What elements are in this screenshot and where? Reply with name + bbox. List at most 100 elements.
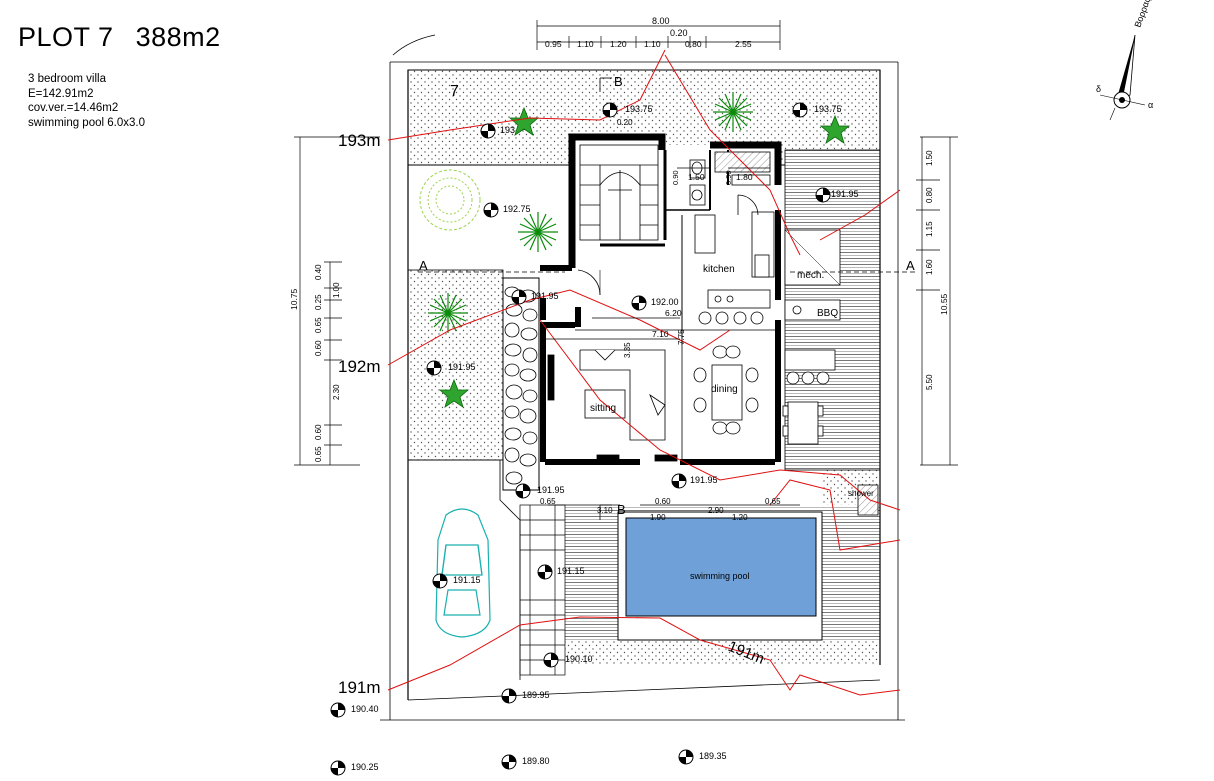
level-label: 191.15: [453, 575, 481, 585]
dim-inner: 7.10: [652, 329, 669, 339]
level-marker: [511, 289, 527, 305]
level-marker: [543, 652, 559, 668]
dim-top-part: 1.10: [644, 39, 661, 49]
room-label-sitting: sitting: [590, 403, 616, 414]
plot-area-label: 388m2: [135, 22, 221, 52]
level-label: 190.10: [565, 654, 593, 664]
level-marker: [678, 749, 694, 765]
level-label: 190.40: [351, 704, 379, 714]
dim-inner: 2.90: [708, 506, 724, 515]
dim-left-part: 0.65: [314, 446, 323, 462]
room-label-bbq: BBQ: [817, 308, 838, 319]
dim-inner: 3.10: [597, 506, 613, 515]
villa-info: 3 bedroom villa E=142.91m2 cov.ver.=14.4…: [28, 72, 145, 130]
level-label: 190.25: [351, 762, 379, 772]
level-label: 191.95: [690, 475, 718, 485]
dim-top-total: 8.00: [652, 16, 670, 26]
entry-steps: [519, 504, 566, 676]
level-marker: [480, 123, 496, 139]
dim-inner: 1.80: [736, 172, 753, 182]
dim-inner: 3.35: [623, 342, 632, 358]
dim-left-part: 0.60: [314, 340, 323, 356]
level-marker: [671, 473, 687, 489]
plot-title: PLOT 7 388m2: [18, 22, 243, 53]
dim-top-part: 1.10: [577, 39, 594, 49]
dim-inner: 1.90: [650, 513, 666, 522]
villa-type: 3 bedroom villa: [28, 73, 106, 85]
dim-right-part: 1.15: [925, 221, 934, 237]
level-label: 191.95: [448, 362, 476, 372]
level-marker: [815, 187, 831, 203]
level-label: 193: [500, 125, 515, 135]
dim-inner: 7.75: [677, 329, 686, 345]
dim-top-part: 0.80: [685, 39, 702, 49]
dim-left-part: 0.40: [314, 264, 323, 280]
level-marker: [501, 754, 517, 770]
level-marker: [426, 360, 442, 376]
dim-inner: 0.65: [540, 497, 556, 506]
dim-inner: 0.20: [617, 118, 633, 127]
contour-192-label: 192m: [338, 357, 381, 376]
dim-left-total: 10.75: [289, 288, 299, 310]
section-a-left-label: A: [419, 258, 428, 273]
section-b-bottom-label: B: [617, 502, 626, 517]
level-marker: [537, 564, 553, 580]
vegetation: [419, 91, 850, 408]
compass-north-label: Βορρας: [1132, 0, 1152, 29]
section-b-top-label: B: [614, 74, 623, 89]
covered-veranda-area: cov.ver.=14.46m2: [28, 102, 119, 114]
level-label: 193.75: [814, 104, 842, 114]
level-marker: [432, 573, 448, 589]
level-label: 189.95: [522, 690, 550, 700]
dim-top-part: 0.95: [545, 39, 562, 49]
dim-left-part: 1.00: [332, 282, 341, 298]
level-label: 192.75: [503, 204, 531, 214]
dim-inner: 0.65: [765, 497, 781, 506]
dim-inner: 0.90: [671, 170, 680, 185]
staircase: [579, 144, 659, 241]
compass-delta-label: δ: [1096, 84, 1101, 94]
fixtures: [547, 151, 879, 516]
dim-inner: 0.90: [724, 170, 733, 185]
level-marker: [501, 688, 517, 704]
contour-lines: [387, 49, 901, 696]
room-label-kitchen: kitchen: [703, 264, 735, 275]
compass-icon: Βορρας δ α: [1096, 0, 1153, 121]
level-marker: [483, 202, 499, 218]
dim-right-part: 0.80: [925, 187, 934, 203]
dim-left-part: 0.25: [314, 294, 323, 310]
contour-191-label: 191m: [338, 678, 381, 697]
dim-inner: 6.20: [665, 308, 682, 318]
dim-top-sub: 0.20: [670, 28, 688, 38]
level-label: 193.75: [625, 104, 653, 114]
dim-right-part: 1.50: [925, 150, 934, 166]
level-label: 191.95: [831, 189, 859, 199]
dim-right-part: 1.60: [925, 259, 934, 275]
level-label: 189.35: [699, 751, 727, 761]
plot-marker-label: 7: [450, 83, 459, 100]
dim-top-part: 2.55: [735, 39, 752, 49]
contour-193-label: 193m: [338, 131, 381, 150]
dim-right-total: 10.55: [939, 293, 949, 315]
room-label-pool: swimming pool: [690, 571, 750, 581]
level-marker: [792, 102, 808, 118]
level-marker: [330, 702, 346, 718]
villa-area: E=142.91m2: [28, 87, 94, 100]
pool-size: swimming pool 6.0x3.0: [28, 116, 145, 129]
dim-left-part: 2.30: [332, 384, 341, 400]
level-label: 192.00: [651, 297, 679, 307]
level-marker: [515, 483, 531, 499]
dim-right-part: 5.50: [925, 374, 934, 390]
compass-alpha-label: α: [1148, 100, 1153, 110]
room-label-mech: mech.: [797, 270, 824, 281]
swimming-pool: [617, 511, 823, 641]
plot-number-label: PLOT 7: [18, 22, 114, 52]
section-a-right-label: A: [906, 258, 915, 273]
room-label-shower: shower: [848, 489, 874, 498]
dim-inner: 0.60: [655, 497, 671, 506]
level-marker: [330, 760, 346, 776]
room-label-dining: dining: [711, 384, 738, 395]
dim-left-part: 0.60: [314, 424, 323, 440]
dim-left-part: 0.65: [314, 317, 323, 333]
